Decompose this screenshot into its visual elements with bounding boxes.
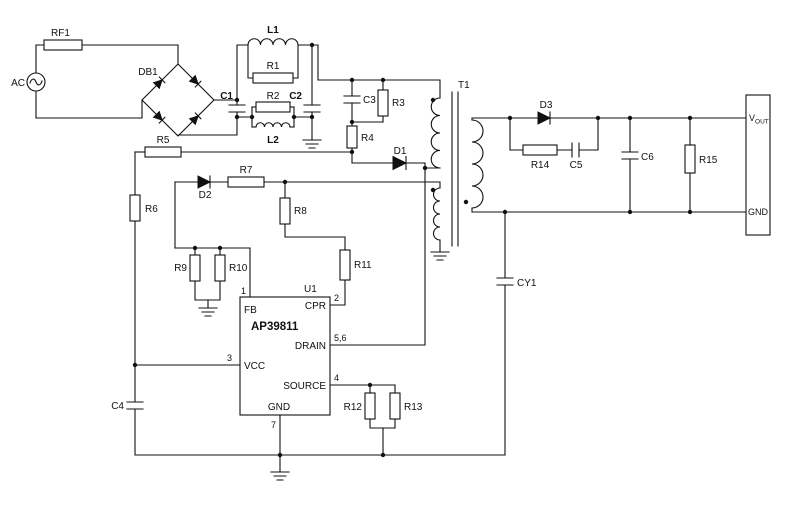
pin-number-5-6: 5,6	[334, 333, 347, 343]
gnd-terminal-label: GND	[748, 207, 769, 217]
c6-label: C6	[641, 152, 654, 163]
pin-label-GND: GND	[268, 402, 290, 413]
pin-number-2: 2	[334, 293, 339, 303]
bridge-diode-icon	[152, 76, 166, 90]
resistor-R3: R3	[377, 89, 405, 117]
phase-dot	[430, 187, 436, 193]
core-lines	[451, 91, 459, 247]
r1-label: R1	[267, 61, 280, 72]
diode-D1: D1	[392, 146, 408, 171]
capacitor-C6: C6	[621, 151, 654, 163]
capacitor-C5: C5	[570, 142, 583, 171]
secondary-winding	[471, 119, 484, 209]
cy1-label: CY1	[517, 278, 537, 289]
r11-label: R11	[354, 260, 372, 271]
resistor-R11: R11	[339, 249, 372, 281]
pin-label-VCC: VCC	[244, 361, 265, 372]
resistor-R8: R8	[279, 197, 307, 225]
resistor-R5: R5	[144, 135, 182, 158]
inductor-L1: L1	[247, 25, 299, 46]
resistor-R4: R4	[346, 125, 374, 149]
resistor-R6: R6	[129, 194, 158, 222]
ground-symbol	[198, 307, 218, 317]
capacitor-CY1: CY1	[496, 277, 537, 289]
ground-symbol	[430, 251, 450, 261]
r7-label: R7	[240, 165, 253, 176]
resistor-R14: R14	[522, 144, 558, 171]
transformer-T1: T1	[430, 80, 484, 247]
resistor-R10: R10	[214, 254, 248, 282]
r2-label: R2	[267, 91, 280, 102]
r14-label: R14	[531, 160, 550, 171]
resistor-R7: R7	[227, 165, 265, 188]
inductor-L2: L2	[255, 122, 291, 146]
resistor-RF1: RF1	[43, 28, 83, 51]
l1-label: L1	[267, 25, 279, 36]
r9-label: R9	[174, 263, 187, 274]
ground-symbol	[302, 139, 322, 149]
capacitor-C2: C2	[289, 91, 321, 113]
pin-label-CPR: CPR	[305, 301, 326, 312]
d3-label: D3	[540, 100, 553, 111]
c1-label: C1	[220, 91, 233, 102]
l2-label: L2	[267, 135, 279, 146]
pin-number-1: 1	[241, 286, 246, 296]
primary-winding	[430, 97, 441, 169]
r15-label: R15	[699, 155, 718, 166]
r13-label: R13	[404, 402, 423, 413]
r5-label: R5	[157, 135, 170, 146]
bridge-diode-icon	[188, 112, 202, 126]
capacitor-C1: C1	[220, 91, 246, 113]
t1-label: T1	[458, 80, 470, 91]
r12-label: R12	[344, 402, 363, 413]
capacitor-C4: C4	[111, 401, 144, 412]
c5-label: C5	[570, 160, 583, 171]
resistor-R15: R15	[684, 144, 718, 174]
sine-wave-icon	[29, 78, 43, 86]
bridge-diode-icon	[188, 74, 202, 88]
phase-dot	[463, 199, 469, 205]
output-terminal: VOUT GND	[745, 94, 771, 236]
resistor-R12: R12	[344, 392, 376, 420]
r6-label: R6	[145, 204, 158, 215]
pin-label-SOURCE: SOURCE	[283, 381, 326, 392]
ic-U1: U1 AP39811 1 FB 2 CPR 3 VCC 5,6 DRAIN 4 …	[227, 284, 347, 430]
ac-source: AC	[11, 72, 46, 92]
ground-symbol	[270, 471, 290, 481]
ac-label: AC	[11, 78, 25, 89]
resistor-R2: R2	[255, 91, 291, 113]
bridge-diode-icon	[152, 110, 166, 124]
rf1-label: RF1	[51, 28, 70, 39]
pin-label-FB: FB	[244, 305, 257, 316]
c2-label: C2	[289, 91, 302, 102]
db1-label: DB1	[138, 67, 158, 78]
capacitor-C3: C3	[343, 95, 376, 106]
r8-label: R8	[294, 206, 307, 217]
r10-label: R10	[229, 263, 248, 274]
diode-D3: D3	[537, 100, 553, 125]
pin-number-3: 3	[227, 353, 232, 363]
pin-number-4: 4	[334, 373, 339, 383]
c4-label: C4	[111, 401, 124, 412]
junction-dots	[132, 42, 693, 458]
bridge-rectifier-DB1: DB1	[138, 63, 215, 137]
d1-label: D1	[394, 146, 407, 157]
c3-label: C3	[363, 95, 376, 106]
r3-label: R3	[392, 98, 405, 109]
diode-D2: D2	[197, 175, 212, 201]
u1-designator: U1	[304, 284, 317, 295]
pin-label-DRAIN: DRAIN	[295, 341, 326, 352]
resistor-R1: R1	[252, 61, 294, 84]
vout-label: VOUT	[749, 113, 769, 126]
aux-winding	[432, 187, 441, 241]
pin-number-7: 7	[271, 420, 276, 430]
u1-part-number: AP39811	[251, 321, 299, 333]
r4-label: R4	[361, 133, 374, 144]
d2-label: D2	[199, 190, 212, 201]
resistor-R9: R9	[174, 254, 201, 282]
resistor-R13: R13	[389, 392, 423, 420]
phase-dot	[430, 97, 436, 103]
